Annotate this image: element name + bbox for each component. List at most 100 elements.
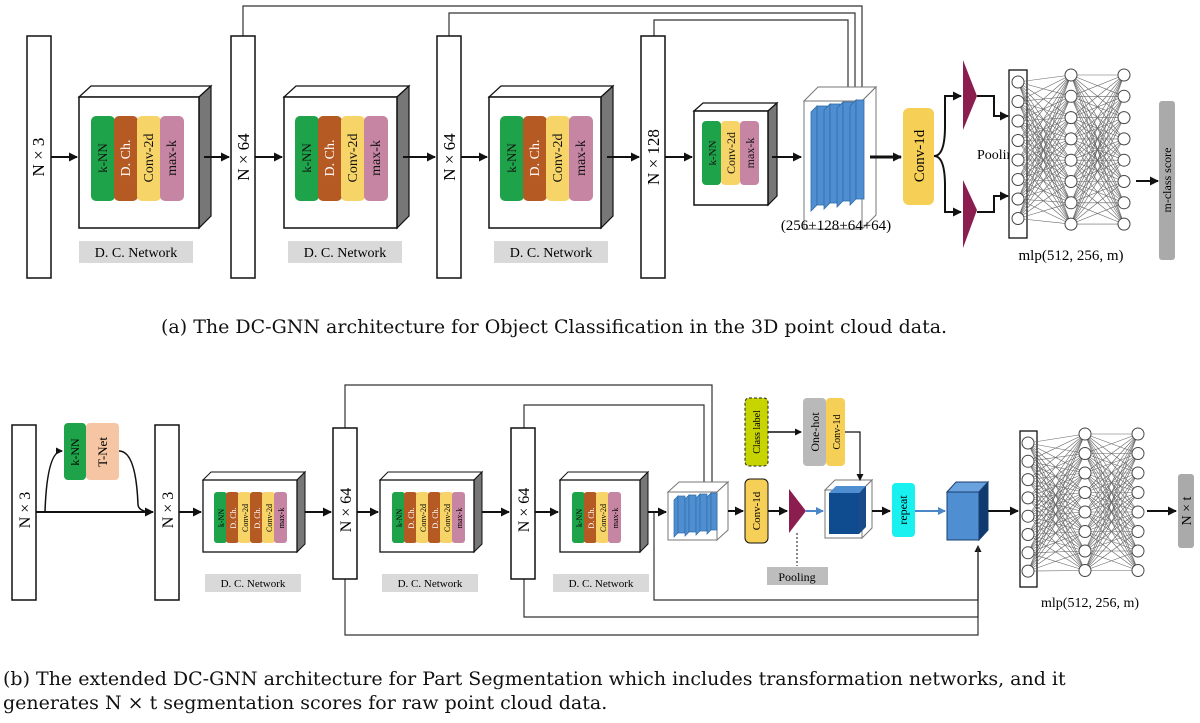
maxk-label: max-k <box>743 138 757 169</box>
knn-label: k-NN <box>504 143 519 173</box>
mlp-connection <box>1070 74 1125 140</box>
flow-arrows-a <box>51 91 1159 217</box>
mlp-neuron <box>1064 196 1078 210</box>
repeat-label: repeat <box>896 495 910 525</box>
maxk-block <box>160 116 184 201</box>
knn-block <box>702 121 721 185</box>
caption-b-line2: generates N × t segmentation scores for … <box>3 692 608 714</box>
dim-column-a-1 <box>230 35 256 279</box>
mlp-connection <box>1017 138 1072 141</box>
mlp-connection <box>1017 74 1072 219</box>
mlp-neuron <box>1011 192 1025 206</box>
mlp-connection <box>1017 96 1072 219</box>
conv2d-label: Conv-2d <box>599 504 608 532</box>
knn-label: k-NN <box>395 509 404 527</box>
mlp-connection <box>1027 515 1086 532</box>
mlp-connection <box>1017 74 1072 180</box>
mlp-connection <box>1084 433 1139 571</box>
mlp-connection <box>1027 433 1086 535</box>
mlp-connection <box>1027 497 1086 552</box>
network-label: D. C. Network <box>304 246 386 261</box>
pooling-label-b: Pooling <box>778 570 815 584</box>
maxk-block <box>740 121 759 185</box>
mlp-connection <box>1017 81 1072 97</box>
mlp-connection <box>1070 74 1125 118</box>
mlp-neuron <box>1021 454 1035 468</box>
conv2d-label: Conv-2d <box>419 504 428 532</box>
knn-block <box>500 116 524 201</box>
dc-network-a-1: k-NN D. Ch. Conv-2d max-k D. C. Network <box>77 84 213 263</box>
input-column-b <box>11 424 37 601</box>
input-label-a: N × 3 <box>29 138 48 177</box>
conv2d-label: Conv-2d <box>443 504 452 532</box>
conv2d-label: Conv-2d <box>551 134 566 183</box>
mlp-connection <box>1070 74 1125 97</box>
dch-block <box>523 116 547 201</box>
mlp-connection <box>1017 101 1072 118</box>
mlp-connection <box>1017 81 1072 225</box>
mlp-neuron <box>1131 544 1145 558</box>
mlp-neuron <box>1064 68 1078 82</box>
mlp-neuron <box>1011 95 1025 108</box>
panel-a: N × 3 N × 64 N × 64 N × 128 k-NN D. Ch. … <box>26 5 1175 279</box>
pooling-triangle-b <box>789 489 806 533</box>
dim-column-a-2 <box>436 35 462 279</box>
mlp-connection <box>1027 531 1086 535</box>
mlp-connection <box>1027 511 1086 572</box>
mlp-connection <box>1027 534 1086 571</box>
mlp-connection <box>1017 181 1072 219</box>
mlp-connection <box>1027 461 1086 513</box>
tnet-knn-label: k-NN <box>68 438 82 466</box>
input2-column-b <box>154 424 180 601</box>
mlp-connection <box>1017 159 1072 204</box>
mlp-connection <box>1070 181 1125 225</box>
mlp-connection <box>1027 461 1086 571</box>
mlp-connection <box>1017 181 1072 200</box>
mlp-connection <box>1017 96 1072 200</box>
mlp-connection <box>1017 117 1072 161</box>
mlp-connection <box>1027 492 1086 499</box>
mlp-neuron <box>1117 175 1131 188</box>
dc-blocks <box>214 492 287 543</box>
mlp-neuron <box>1078 525 1092 538</box>
knn-label: k-NN <box>217 509 226 527</box>
maxk-label: max-k <box>277 508 286 528</box>
onehot-conv1d-label: Conv-1d <box>832 415 843 450</box>
mlp-label-b: mlp(512, 256, m) <box>1041 596 1139 611</box>
mlp-connection <box>1027 492 1086 554</box>
mlp-connection <box>1027 497 1086 571</box>
mlp-neuron <box>1131 447 1145 460</box>
knn-label: k-NN <box>707 140 719 165</box>
mlp-connection <box>1027 442 1086 474</box>
mlp-connection <box>1017 96 1072 180</box>
mlp-connection <box>1027 472 1086 572</box>
mlp-connection <box>1070 74 1125 182</box>
mlp-neuron <box>1117 68 1131 82</box>
mlp-connection <box>1027 531 1086 554</box>
class-score-box <box>1159 101 1175 260</box>
mlp-connection <box>1017 101 1072 161</box>
mlp-connection <box>1017 159 1072 225</box>
mlp-neuron <box>1011 75 1025 89</box>
mlp-connection <box>1017 101 1072 225</box>
dch-block <box>114 116 138 201</box>
mlp-connection <box>1027 453 1086 462</box>
mlp-neuron <box>1131 486 1145 499</box>
dim-label-b-1: N × 64 <box>338 488 355 533</box>
mlp-neuron <box>1131 505 1145 519</box>
mlp-a <box>1008 68 1131 239</box>
mlp-connection <box>1017 117 1072 200</box>
mlp-neuron <box>1078 466 1092 480</box>
mlp-connection <box>1027 461 1086 552</box>
mlp-connection <box>1027 492 1086 535</box>
panel-b: N × 3 k-NN T-Net N × 3 N × 64 N × 64 <box>11 384 1195 636</box>
mlp-connection <box>1017 159 1072 200</box>
mlp-connection <box>1027 433 1086 444</box>
mlp-connection <box>1017 117 1072 219</box>
flow-arrows-b <box>36 428 1177 517</box>
maxk-label: max-k <box>369 140 384 176</box>
tnet-label: T-Net <box>95 437 110 467</box>
mlp-connection <box>1084 492 1139 571</box>
dch-block <box>318 116 342 201</box>
mlp-connection <box>1017 179 1072 204</box>
